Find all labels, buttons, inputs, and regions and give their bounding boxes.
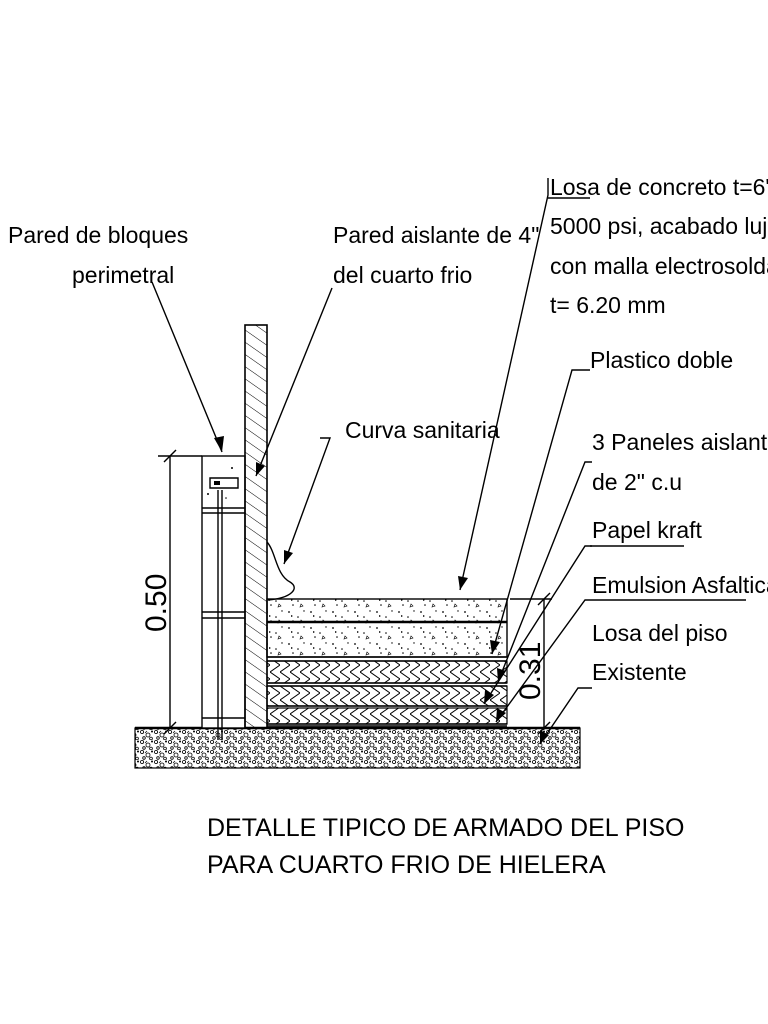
label-existing-2: Existente	[592, 659, 687, 685]
label-slab-3: con malla electrosoldada	[550, 253, 768, 279]
dimension-wall-height: 0.50	[140, 449, 202, 735]
label-block-wall-1: Pared de bloques	[8, 222, 188, 248]
label-existing-1: Losa del piso	[592, 620, 728, 646]
callout-labels: Pared de bloques perimetral Pared aislan…	[8, 174, 768, 685]
dimension-wall-height-text: 0.50	[140, 574, 173, 632]
block-wall	[201, 455, 246, 740]
label-slab-4: t= 6.20 mm	[550, 292, 666, 318]
label-kraft: Papel kraft	[592, 517, 703, 543]
leader-lines	[151, 178, 746, 745]
label-insulated-wall-1: Pared aislante de 4"	[333, 222, 539, 248]
label-panels-1: 3 Paneles aislante	[592, 429, 768, 455]
label-slab-2: 5000 psi, acabado lujado	[550, 213, 768, 239]
sanitary-curve	[266, 541, 295, 601]
label-slab-1: Losa de concreto t=6"	[550, 174, 768, 200]
label-plastic: Plastico doble	[590, 347, 733, 373]
title-line-1: DETALLE TIPICO DE ARMADO DEL PISO	[207, 814, 684, 842]
existing-floor-slab	[134, 726, 581, 769]
label-emulsion: Emulsion Asfaltica	[592, 572, 768, 598]
title-line-2: PARA CUARTO FRIO DE HIELERA	[207, 851, 606, 879]
label-block-wall-2: perimetral	[72, 262, 174, 288]
label-insulated-wall-2: del cuarto frio	[333, 262, 472, 288]
floor-layers	[266, 598, 508, 727]
drawing-title: DETALLE TIPICO DE ARMADO DEL PISO PARA C…	[207, 814, 684, 879]
label-sanitary-curve: Curva sanitaria	[345, 417, 500, 443]
dimension-floor-thickness: 0.31	[510, 592, 552, 735]
label-panels-2: de 2" c.u	[592, 469, 682, 495]
insulated-panel-wall	[244, 324, 268, 729]
